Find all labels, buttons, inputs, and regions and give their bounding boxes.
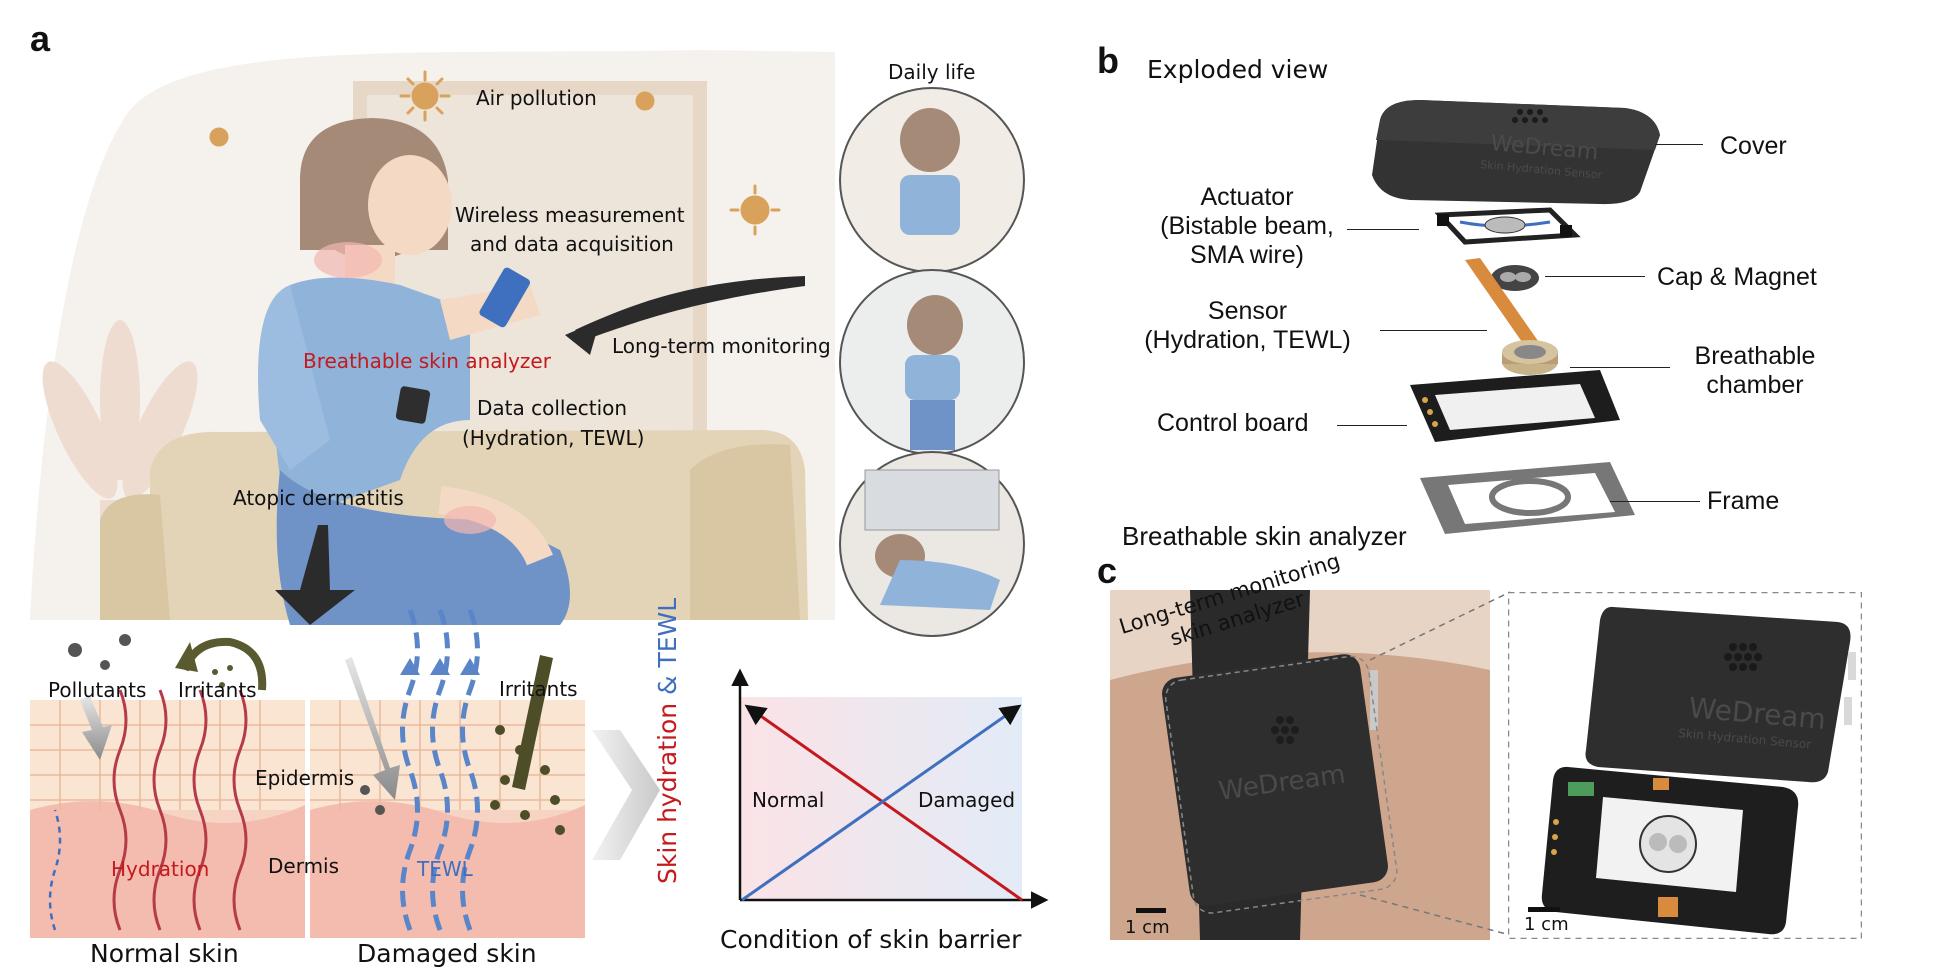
data-collection-label-line1: Data collection [477, 396, 628, 420]
cap-magnet-label: Cap & Magnet [1657, 263, 1817, 291]
actuator-label-line1: Actuator [1200, 183, 1294, 211]
device-name-label: Breathable skin analyzer [1122, 521, 1407, 551]
control-board-leader [1337, 425, 1407, 426]
cover-leader [1655, 144, 1703, 145]
scale-label-left: 1 cm [1125, 917, 1170, 938]
actuator-label-line3: SMA wire) [1190, 240, 1304, 269]
epidermis-label: Epidermis [255, 766, 355, 790]
sensor-label-line2: (Hydration, TEWL) [1144, 325, 1351, 354]
breathable-chamber-label: Breathable chamber [1675, 342, 1835, 400]
hydration-label: Hydration [111, 857, 210, 881]
graph-y-label-tewl: & TEWL [653, 597, 682, 695]
woman-illustration [258, 118, 570, 625]
pollution-sun-icon [209, 70, 781, 236]
sensor-leader [1380, 330, 1487, 331]
panel-b-exploded-view: WeDream Skin Hydration Sensor [1372, 100, 1660, 534]
actuator-part [1434, 207, 1581, 245]
exploded-view-title: Exploded view [1147, 55, 1329, 84]
graph-y-label-hydration: Skin hydration [653, 702, 682, 884]
wrist-photo: WeDream [1110, 590, 1490, 940]
irritants-label-damaged: Irritants [499, 677, 578, 701]
panel-letter-b: b [1097, 40, 1119, 81]
daily-life-figures [864, 108, 1000, 610]
cover-label: Cover [1720, 132, 1787, 160]
data-collection-label-line2: (Hydration, TEWL) [462, 426, 645, 450]
long-term-arrow [575, 276, 805, 340]
hydration-arrows-normal [112, 689, 248, 931]
scale-bar-left [1136, 908, 1166, 913]
pollutant-particles [68, 634, 385, 815]
pollutants-label: Pollutants [48, 678, 147, 702]
irritants-label-normal: Irritants [178, 678, 257, 702]
damaged-pollutant-arrow [345, 657, 400, 800]
normal-skin-section [30, 700, 305, 938]
zoom-connectors [1359, 591, 1511, 936]
opened-device-photo: WeDream Skin Hydration Sensor [1508, 592, 1862, 939]
graph-x-axis-label: Condition of skin barrier [720, 925, 1022, 954]
frame-label: Frame [1707, 487, 1780, 515]
breathable-chamber-part [1502, 340, 1558, 375]
actuator-leader [1347, 229, 1419, 230]
tewl-arrows-damaged [400, 609, 480, 931]
panel-letter-c: c [1097, 550, 1118, 591]
cap-magnet-leader [1545, 276, 1645, 277]
control-board-part [1410, 370, 1620, 442]
damaged-skin-section [310, 700, 585, 938]
atopic-arrow [275, 525, 355, 625]
sensor-label-line1: Sensor [1207, 297, 1288, 325]
opened-device-cover [1585, 606, 1851, 783]
sensor-flex-part [1465, 258, 1550, 362]
graph-y-axis-label: Skin hydration & TEWL [653, 598, 682, 884]
graph-damaged-region: Damaged [918, 788, 1016, 812]
scale-bar-right [1528, 907, 1560, 912]
long-term-label: Long-term monitoring [612, 334, 831, 358]
irritant-arrow [181, 637, 267, 691]
air-pollution-label: Air pollution [476, 86, 597, 110]
dermis-label: Dermis [268, 854, 340, 878]
control-board-label: Control board [1157, 409, 1309, 437]
frame-leader [1610, 501, 1700, 502]
frame-part [1420, 462, 1635, 534]
damaged-skin-caption: Damaged skin [357, 939, 537, 968]
hydration-line [744, 704, 1023, 902]
skin-barrier-graph [731, 668, 1049, 909]
transition-arrow [592, 730, 660, 860]
sensor-label: Sensor (Hydration, TEWL) [1125, 297, 1370, 355]
cap-magnet-part [1491, 265, 1539, 291]
tewl-label: TEWL [417, 857, 473, 881]
normal-skin-caption: Normal skin [90, 939, 239, 968]
breathable-chamber-label-line2: chamber [1706, 370, 1804, 399]
panel-letter-a: a [30, 18, 51, 59]
normal-tewl-arrow [48, 809, 62, 931]
daily-life-label: Daily life [888, 60, 976, 84]
wireless-label-line2: and data acquisition [470, 232, 674, 256]
wrist-device [1162, 654, 1388, 906]
actuator-label: Actuator (Bistable beam, SMA wire) [1147, 183, 1347, 269]
graph-normal-region: Normal [752, 788, 825, 812]
breathable-chamber-leader [1570, 367, 1670, 368]
pollutant-arrow [80, 696, 112, 760]
panel-a-illustration [30, 50, 1049, 938]
atopic-dermatitis-label: Atopic dermatitis [233, 486, 404, 510]
actuator-label-line2: (Bistable beam, [1160, 211, 1334, 240]
tewl-line [741, 704, 1022, 902]
scale-label-right: 1 cm [1524, 914, 1569, 935]
cover-part: WeDream Skin Hydration Sensor [1372, 100, 1660, 205]
breathable-chamber-label-line1: Breathable [1694, 342, 1816, 370]
breathable-analyzer-label: Breathable skin analyzer [303, 349, 551, 373]
damaged-irritant-arrow [512, 655, 553, 790]
wireless-label-line1: Wireless measurement [455, 203, 685, 227]
